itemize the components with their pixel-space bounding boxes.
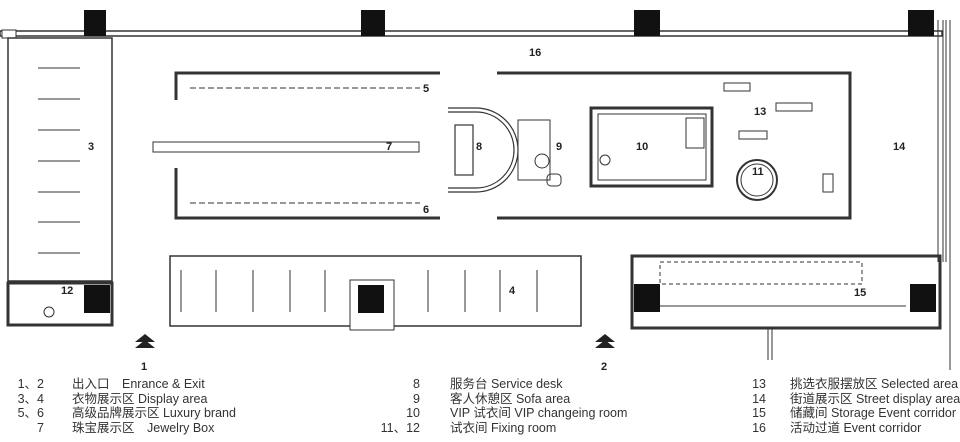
legend-item: 10 VIP 试衣间 VIP changeing room: [370, 406, 627, 421]
label-13: 13: [754, 106, 766, 118]
room-12-fitting: [6, 281, 114, 327]
legend-number: 5、6: [17, 406, 44, 420]
legend-column-2: 8 服务台 Service desk 9 客人休憩区 Sofa area 10 VIP…: [370, 377, 628, 436]
label-7: 7: [386, 141, 392, 153]
legend-number: 7: [37, 420, 44, 435]
legend-item: 5、6 高级品牌展示区 Luxury brand: [10, 406, 236, 421]
label-8: 8: [476, 141, 482, 153]
legend-item: 8 服务台 Service desk: [370, 377, 627, 392]
legend-item: 13 挑选衣服摆放区 Selected area: [746, 377, 960, 392]
legend-number: 1、2: [17, 377, 44, 391]
legend-number: 13: [752, 377, 766, 391]
room-15-storage: [630, 254, 942, 360]
legend-column-3: 13 挑选衣服摆放区 Selected area 14 街道展示区 Street d…: [746, 377, 960, 435]
racks-13: [723, 82, 834, 193]
legend-item: 16 活动过道 Event corridor: [746, 421, 960, 436]
sofa-area: [517, 119, 562, 187]
label-15: 15: [854, 287, 866, 299]
floor-plan: 1 2 3 4 5 6 7 8 9 10 11 12 13 14 15 16: [0, 10, 951, 370]
legend-text: 挑选衣服摆放区 Selected area: [790, 377, 959, 391]
jewelry-counter: [152, 141, 420, 153]
legend-number: 11、12: [380, 420, 420, 435]
entrance-arrow-2: [595, 334, 615, 348]
selected-zone: [497, 71, 852, 220]
legend-item: 15 储藏间 Storage Event corridor: [746, 406, 960, 421]
room-3-display: [7, 37, 113, 282]
legend-column-1: 1、2 出入口 Enrance & Exit 3、4 衣物展示区 Display a…: [10, 377, 236, 435]
legend-item: 1、2 出入口 Enrance & Exit: [10, 377, 236, 392]
label-6: 6: [423, 204, 429, 216]
legend-text: 街道展示区 Street display area: [790, 391, 960, 406]
legend-text: 衣物展示区 Display area: [72, 391, 208, 406]
label-5: 5: [423, 83, 429, 95]
legend-number: 9: [413, 391, 420, 406]
fitting-room-11: [736, 159, 778, 201]
legend-text: 试衣间 Fixing room: [450, 420, 557, 435]
label-3: 3: [88, 141, 94, 153]
service-desk: [448, 107, 519, 193]
legend-item: 7 珠宝展示区 Jewelry Box: [10, 421, 236, 436]
legend-number: 14: [752, 391, 766, 406]
label-10: 10: [636, 141, 648, 153]
label-16: 16: [529, 47, 541, 59]
vip-room: [589, 106, 714, 188]
legend-text: 高级品牌展示区 Luxury brand: [72, 406, 236, 420]
legend-item: 11、12 试衣间 Fixing room: [370, 421, 627, 436]
legend-text: 储藏间 Storage Event corridor: [790, 406, 957, 420]
legend-text: 出入口 Enrance & Exit: [72, 377, 205, 391]
right-wall: [937, 20, 951, 370]
legend-number: 3、4: [17, 391, 44, 406]
label-4: 4: [509, 285, 516, 297]
label-12: 12: [61, 285, 73, 297]
luxury-zone: [174, 71, 440, 220]
columns: [84, 10, 934, 36]
legend-item: 14 街道展示区 Street display area: [746, 392, 960, 407]
legend-number: 8: [413, 377, 420, 391]
legend-number: 10: [406, 406, 420, 420]
legend-number: 15: [752, 406, 766, 420]
room-4-display: [169, 255, 582, 331]
label-9: 9: [556, 141, 562, 153]
legend-text: 客人休憩区 Sofa area: [450, 391, 571, 406]
label-2: 2: [601, 361, 607, 370]
entrance-arrow-1: [135, 334, 155, 348]
label-14: 14: [893, 141, 906, 153]
legend-text: 珠宝展示区 Jewelry Box: [72, 420, 215, 435]
label-11: 11: [752, 166, 764, 178]
legend-text: 服务台 Service desk: [450, 377, 563, 391]
legend-item: 9 客人休憩区 Sofa area: [370, 392, 627, 407]
legend-item: 3、4 衣物展示区 Display area: [10, 392, 236, 407]
legend-text: 活动过道 Event corridor: [790, 420, 922, 435]
legend-number: 16: [752, 420, 766, 435]
label-1: 1: [141, 361, 147, 370]
top-wall: [0, 29, 943, 39]
legend-text: VIP 试衣间 VIP changeing room: [450, 406, 628, 420]
